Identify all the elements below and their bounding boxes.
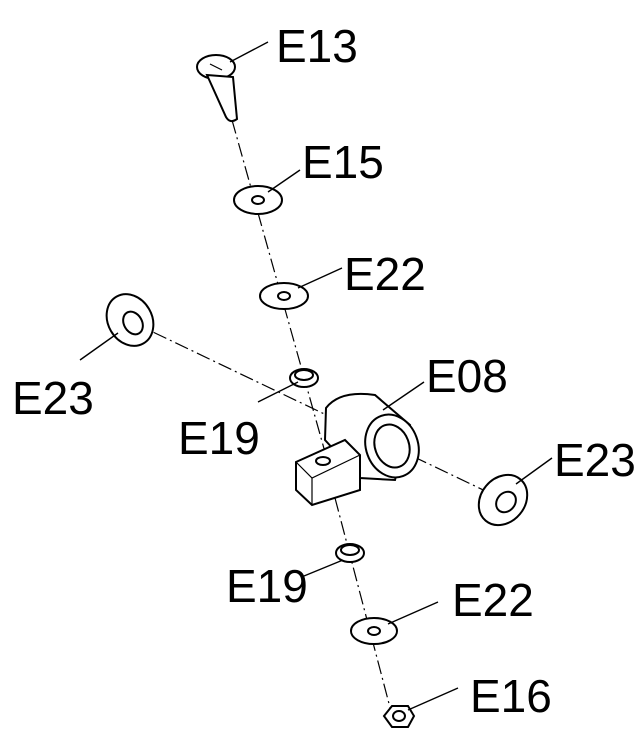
- bracket-e08: [295, 392, 420, 507]
- leader-e22-top: [297, 267, 343, 289]
- axis-lower: [334, 497, 393, 716]
- label-e19-top: E19: [178, 412, 260, 464]
- label-e22-bottom: E22: [452, 574, 534, 626]
- label-e23-right: E23: [554, 434, 636, 486]
- label-e23-left: E23: [12, 372, 94, 424]
- leader-e23-right: [515, 457, 553, 485]
- leader-e13: [229, 41, 269, 63]
- axis-diagonal: [131, 321, 501, 499]
- leader-e19-bottom: [303, 559, 344, 577]
- leader-e23-left: [79, 332, 119, 361]
- leader-e08: [382, 381, 425, 411]
- spacer-e23-right: [477, 473, 529, 527]
- leader-e19-top: [257, 381, 299, 403]
- label-e22-top: E22: [344, 248, 426, 300]
- spacer-e23-left: [105, 293, 155, 347]
- label-e19-bottom: E19: [226, 560, 308, 612]
- washer-e15: [233, 185, 283, 215]
- label-e16: E16: [470, 670, 552, 722]
- washer-e22-bottom: [350, 617, 398, 645]
- leader-e15: [267, 169, 301, 193]
- bushing-e19-bottom: [335, 543, 365, 563]
- leader-e22-bottom: [387, 601, 439, 625]
- screw-e13: [196, 54, 239, 123]
- label-e13: E13: [276, 20, 358, 72]
- leader-e16: [407, 687, 459, 711]
- label-e15: E15: [302, 136, 384, 188]
- label-e08: E08: [426, 350, 508, 402]
- nut-e16: [382, 705, 416, 728]
- washer-e22-top: [259, 282, 309, 310]
